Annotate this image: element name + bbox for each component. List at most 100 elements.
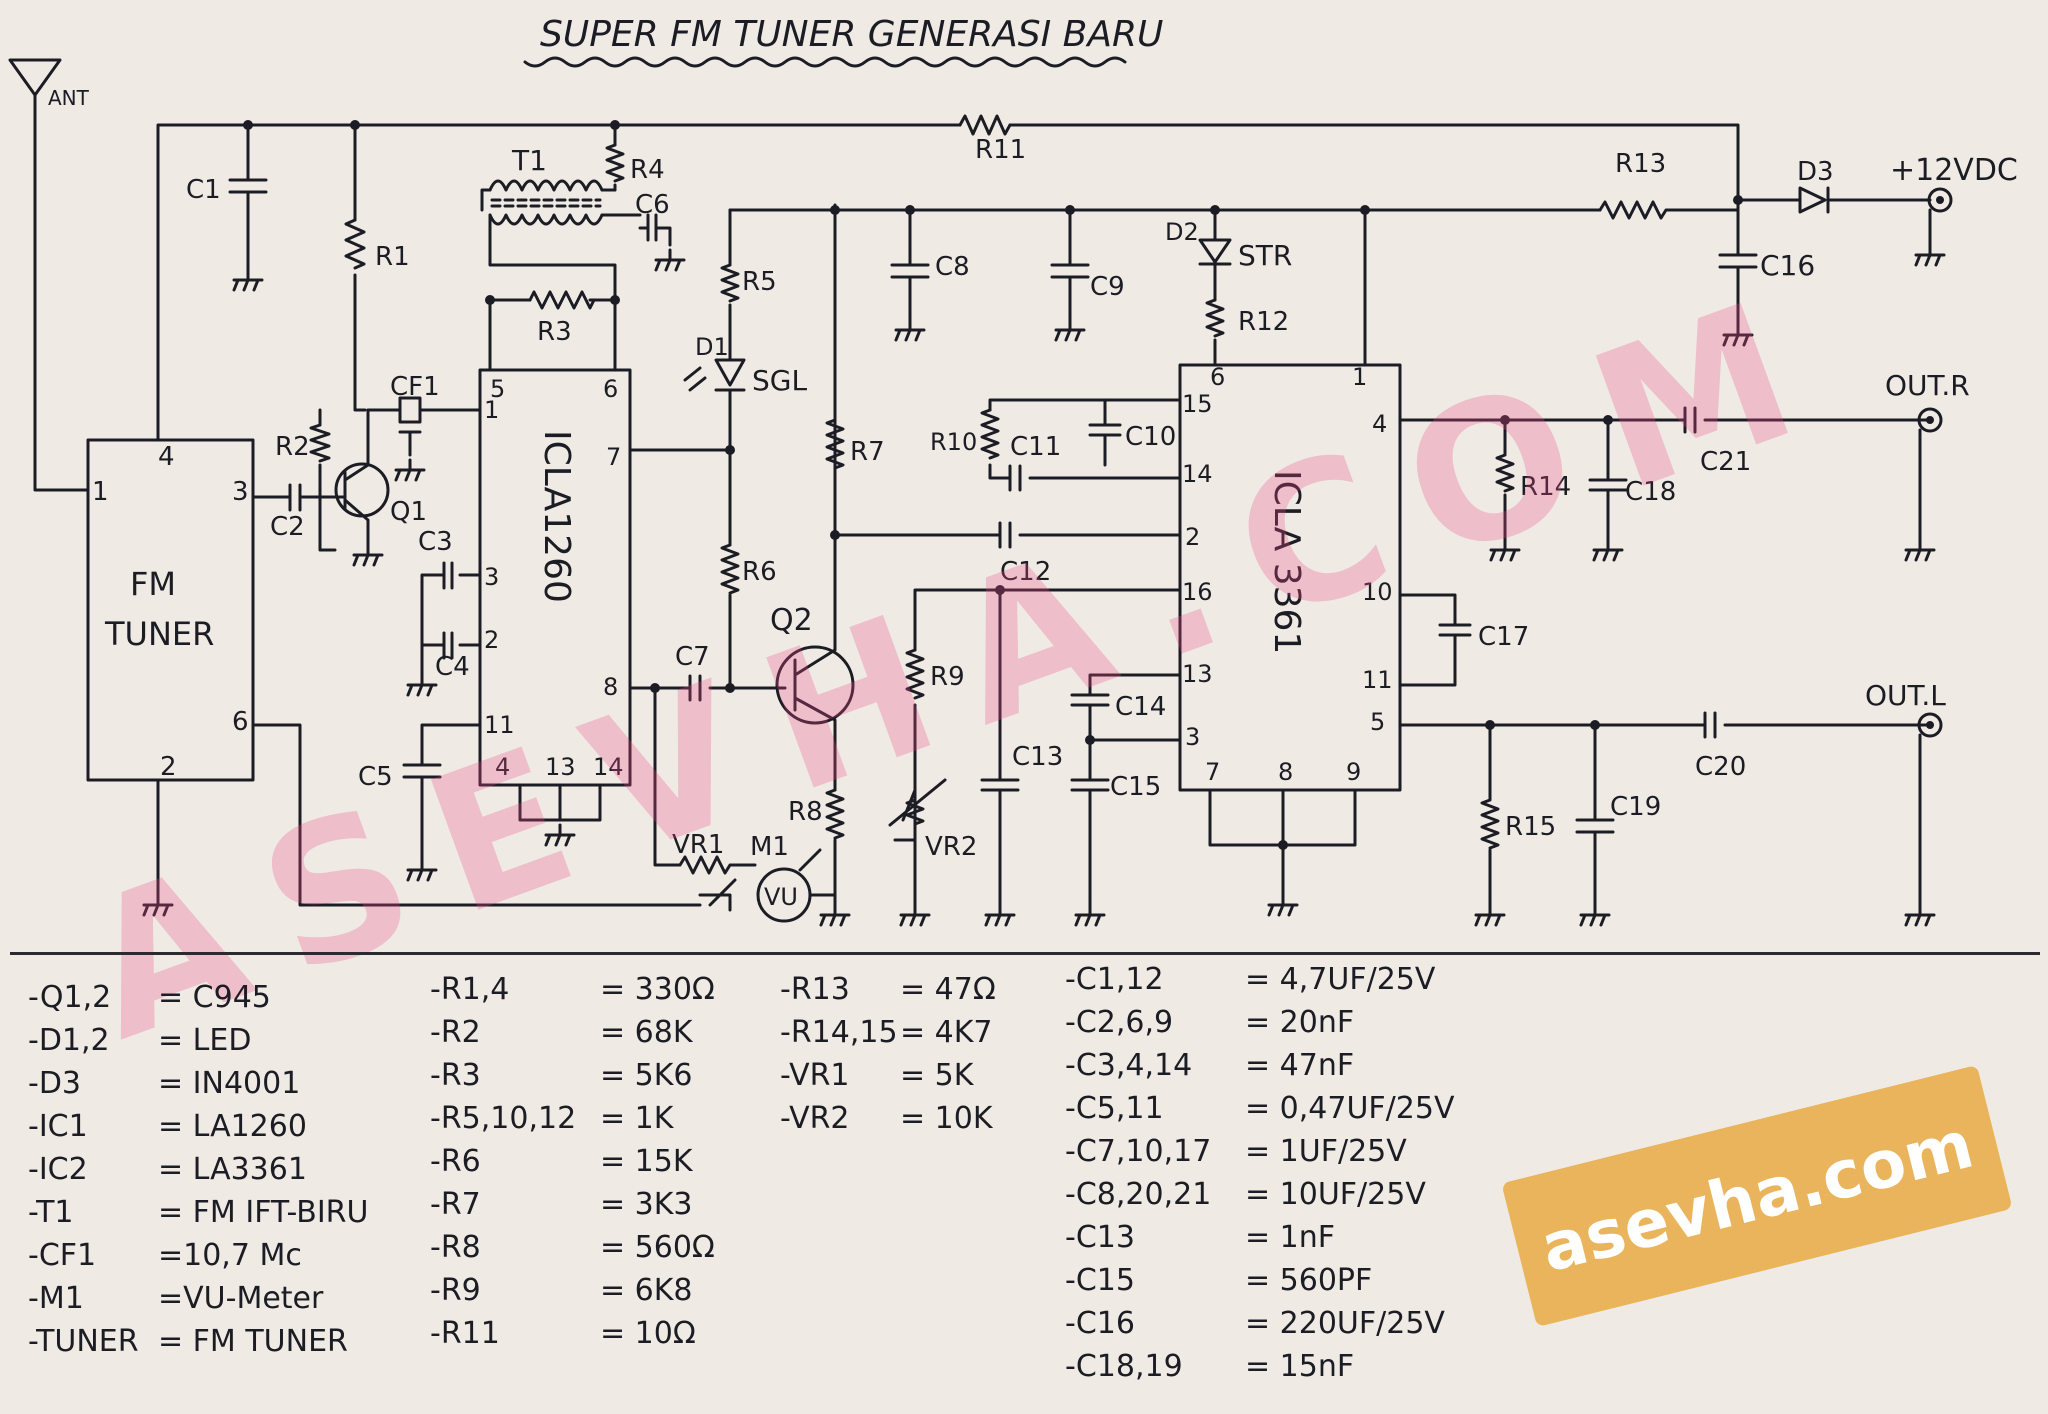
tuner-pin-1: 1 <box>92 477 109 507</box>
d2-led <box>1198 208 1232 367</box>
ic1-pin-6: 6 <box>603 375 618 403</box>
m1-label: M1 <box>750 832 789 862</box>
ic1-la1260: ICLA1260 5 6 1 7 3 2 8 11 4 13 14 <box>478 368 632 787</box>
ic1-pin-1: 1 <box>484 396 499 424</box>
fm-tuner-label-1: FM <box>130 565 176 603</box>
c15-label: C15 <box>1110 772 1161 802</box>
r1-label: R1 <box>375 242 410 272</box>
vr2-label: VR2 <box>925 832 977 862</box>
r14-label: R14 <box>1520 472 1571 502</box>
antenna-symbol: ANT <box>8 58 90 492</box>
t1-transformer: T1 <box>480 144 642 372</box>
ic1-pin-5: 5 <box>490 375 505 403</box>
r3-label: R3 <box>537 317 572 347</box>
ic1-pin-4: 4 <box>495 753 510 781</box>
c9-label: C9 <box>1090 272 1125 302</box>
ic2-pin-14: 14 <box>1182 460 1213 488</box>
fm-tuner-block: FM TUNER 4 1 3 6 2 <box>86 438 255 782</box>
c5-label: C5 <box>358 762 393 792</box>
ic2-pin-9: 9 <box>1346 758 1361 786</box>
r2-label: R2 <box>275 432 310 462</box>
ic2-pin-5: 5 <box>1370 708 1385 736</box>
out-r-label: OUT.R <box>1885 369 1970 402</box>
q2-transistor <box>775 645 855 725</box>
c20-label: C20 <box>1695 752 1746 782</box>
ic2-pin-10: 10 <box>1362 578 1393 606</box>
r6-label: R6 <box>742 557 777 587</box>
ic1-pin-14: 14 <box>593 753 624 781</box>
c4-label: C4 <box>435 652 470 682</box>
tuner-pin-4: 4 <box>158 442 175 472</box>
r10-label: R10 <box>930 428 977 456</box>
q2-label: Q2 <box>770 603 813 638</box>
d2-label: D2 <box>1165 218 1199 246</box>
ic1-pin-3: 3 <box>484 563 499 591</box>
ic1-pin-13: 13 <box>545 753 576 781</box>
ant-label: ANT <box>48 86 90 110</box>
t1-label: T1 <box>511 144 547 177</box>
r5-label: R5 <box>742 267 777 297</box>
ic2-label: ICLA 3361 <box>1266 470 1307 654</box>
ic2-pin-7: 7 <box>1205 758 1220 786</box>
out-r-jack <box>1917 407 1943 433</box>
r12-label: R12 <box>1238 307 1289 337</box>
r7-label: R7 <box>850 437 885 467</box>
r15-label: R15 <box>1505 812 1556 842</box>
ic2-pin-1: 1 <box>1352 363 1367 391</box>
c12-label: C12 <box>1000 557 1051 587</box>
out-l-jack <box>1917 712 1943 738</box>
r11-label: R11 <box>975 135 1026 165</box>
ic2-pin-16: 16 <box>1182 578 1213 606</box>
tuner-pin-3: 3 <box>232 477 249 507</box>
ic2-pin-4: 4 <box>1372 410 1387 438</box>
d3-label: D3 <box>1797 157 1834 187</box>
ic2-pin-3: 3 <box>1185 723 1200 751</box>
fm-tuner-label-2: TUNER <box>104 615 214 653</box>
cf1-label: CF1 <box>390 372 440 402</box>
c6-label: C6 <box>635 190 670 220</box>
schematic-title: SUPER FM TUNER GENERASI BARU <box>540 14 1163 55</box>
c10-label: C10 <box>1125 422 1176 452</box>
vu-label: VU <box>764 883 798 911</box>
ic2-pin-15: 15 <box>1182 390 1213 418</box>
d1-led <box>714 358 746 392</box>
q1-label: Q1 <box>390 497 427 527</box>
circuit-schematic: SUPER FM TUNER GENERASI BARU ANT FM TUNE… <box>8 14 2018 927</box>
c17-label: C17 <box>1478 622 1529 652</box>
c19-label: C19 <box>1610 792 1661 822</box>
c14-label: C14 <box>1115 692 1166 722</box>
ic1-pin-8: 8 <box>603 673 618 701</box>
c16-label: C16 <box>1760 249 1815 282</box>
cf1-filter <box>398 396 422 424</box>
c21-label: C21 <box>1700 447 1751 477</box>
ic1-pin-11: 11 <box>484 711 515 739</box>
power-jack <box>1927 187 1953 213</box>
tuner-pin-6: 6 <box>232 707 249 737</box>
ic1-pin-7: 7 <box>606 443 621 471</box>
ic2-pin-11: 11 <box>1362 666 1393 694</box>
out-l-label: OUT.L <box>1865 679 1946 712</box>
parts-list: -Q1,2= C945 -D1,2= LED -D3= IN4001 -IC1=… <box>28 962 1455 1384</box>
r9-label: R9 <box>930 662 965 692</box>
c2-label: C2 <box>270 512 305 542</box>
sgl-label: SGL <box>752 364 807 397</box>
ic2-pin-8: 8 <box>1278 758 1293 786</box>
vdc-label: +12VDC <box>1890 153 2018 188</box>
ic2-la3361: ICLA 3361 6 1 15 14 2 16 13 3 4 10 11 5 … <box>1178 363 1402 792</box>
ic2-pin-6: 6 <box>1210 363 1225 391</box>
ic2-pin-13: 13 <box>1182 660 1213 688</box>
ic1-pin-2: 2 <box>484 626 499 654</box>
c18-label: C18 <box>1625 477 1676 507</box>
c1-label: C1 <box>186 175 221 205</box>
c11-label: C11 <box>1010 432 1061 462</box>
vr1-label: VR1 <box>672 830 724 860</box>
ic2-pin-2: 2 <box>1185 523 1200 551</box>
r8-label: R8 <box>788 797 823 827</box>
c1-capacitor: C1 <box>186 123 268 292</box>
str-label: STR <box>1238 239 1292 272</box>
r13-label: R13 <box>1615 149 1666 179</box>
c7-label: C7 <box>675 642 710 672</box>
d1-label: D1 <box>695 333 729 361</box>
c8-label: C8 <box>935 252 970 282</box>
